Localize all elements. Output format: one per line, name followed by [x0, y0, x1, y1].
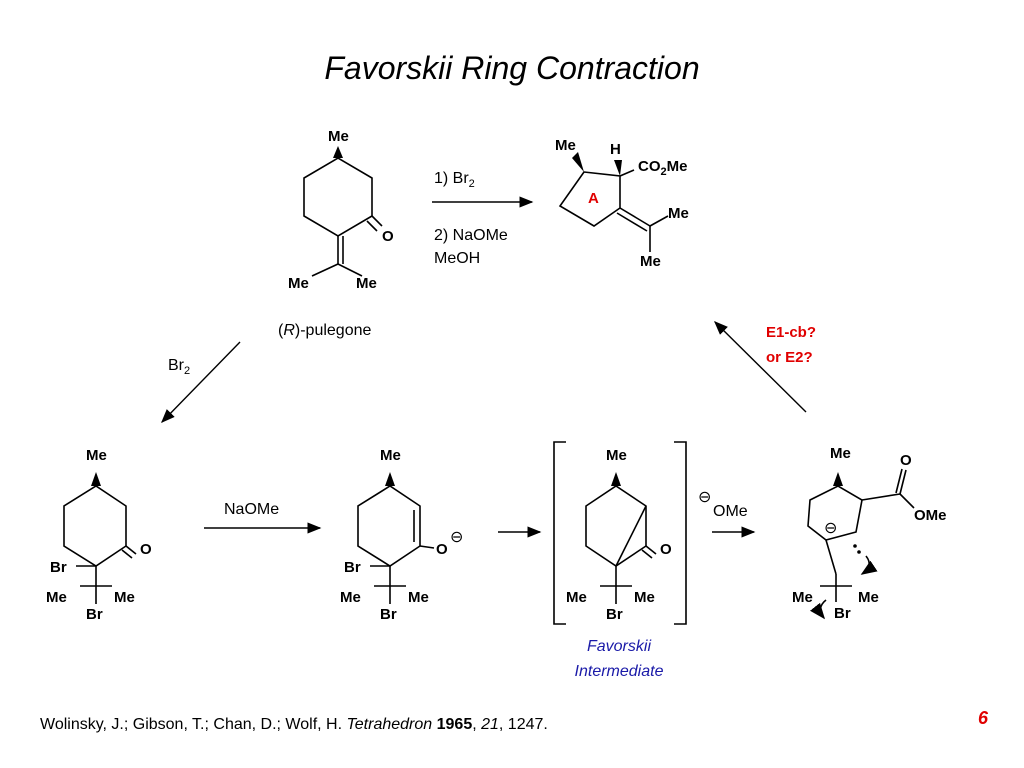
atom-br: Br — [834, 605, 851, 622]
atom-me: Me — [792, 589, 813, 606]
elimination-question-1: E1-cb? — [766, 324, 816, 341]
condition-step2: 2) NaOMe — [434, 227, 508, 244]
atom-me: Me — [46, 589, 67, 606]
negative-charge: ⊖ — [824, 520, 837, 537]
elimination-question-2: or E2? — [766, 349, 813, 366]
slide-title: Favorskii Ring Contraction — [324, 50, 700, 86]
atom-me: Me — [830, 445, 851, 462]
condition-solvent: MeOH — [434, 250, 480, 267]
ring-label-a: A — [588, 190, 599, 207]
methoxide-label: OMe — [713, 503, 748, 520]
enolate-structure: Me O ⊖ Br Me Me Br — [340, 447, 463, 623]
atom-br: Br — [50, 559, 67, 576]
pulegone-label: (R)-pulegone — [278, 322, 371, 339]
product-structure: Me H CO2Me A Me Me — [555, 137, 689, 270]
atom-br: Br — [606, 606, 623, 623]
atom-me: Me — [328, 128, 349, 145]
atom-me: Me — [114, 589, 135, 606]
atom-me: Me — [86, 447, 107, 464]
atom-me: Me — [408, 589, 429, 606]
atom-br: Br — [344, 559, 361, 576]
intermediate-label: Intermediate — [575, 663, 664, 680]
atom-me: Me — [634, 589, 655, 606]
atom-o: O — [140, 541, 152, 558]
atom-me: Me — [640, 253, 661, 270]
atom-o: O — [900, 452, 912, 469]
atom-o: O — [660, 541, 672, 558]
reaction-arrow — [714, 321, 807, 413]
atom-h: H — [610, 141, 621, 158]
negative-charge: ⊖ — [450, 529, 463, 546]
condition-naome: NaOMe — [224, 501, 279, 518]
atom-me: Me — [858, 589, 879, 606]
atom-co2me: CO2Me — [638, 158, 687, 178]
atom-me: Me — [668, 205, 689, 222]
condition-step1: 1) Br2 — [434, 170, 475, 190]
page-number: 6 — [977, 708, 988, 728]
atom-o: O — [436, 541, 448, 558]
atom-br: Br — [380, 606, 397, 623]
atom-me: Me — [606, 447, 627, 464]
negative-charge: ⊖ — [698, 489, 711, 506]
atom-me: Me — [555, 137, 576, 154]
condition-br2: Br2 — [168, 357, 190, 377]
atom-me: Me — [380, 447, 401, 464]
atom-me: Me — [566, 589, 587, 606]
citation: Wolinsky, J.; Gibson, T.; Chan, D.; Wolf… — [40, 716, 548, 733]
atom-o: O — [382, 228, 394, 245]
dibromide-structure: Me O Br Me Me Br — [46, 447, 152, 623]
carbanion-structure: Me O OMe ⊖ Me Me Br — [792, 445, 947, 622]
atom-ome: OMe — [914, 507, 947, 524]
favorskii-intermediate: Me O Me Me Br — [553, 441, 687, 625]
pulegone-structure: Me O Me Me — [288, 128, 394, 292]
atom-me: Me — [340, 589, 361, 606]
atom-br: Br — [86, 606, 103, 623]
atom-me: Me — [356, 275, 377, 292]
favorskii-label: Favorskii — [587, 638, 651, 655]
reaction-arrow — [161, 341, 241, 424]
atom-me: Me — [288, 275, 309, 292]
